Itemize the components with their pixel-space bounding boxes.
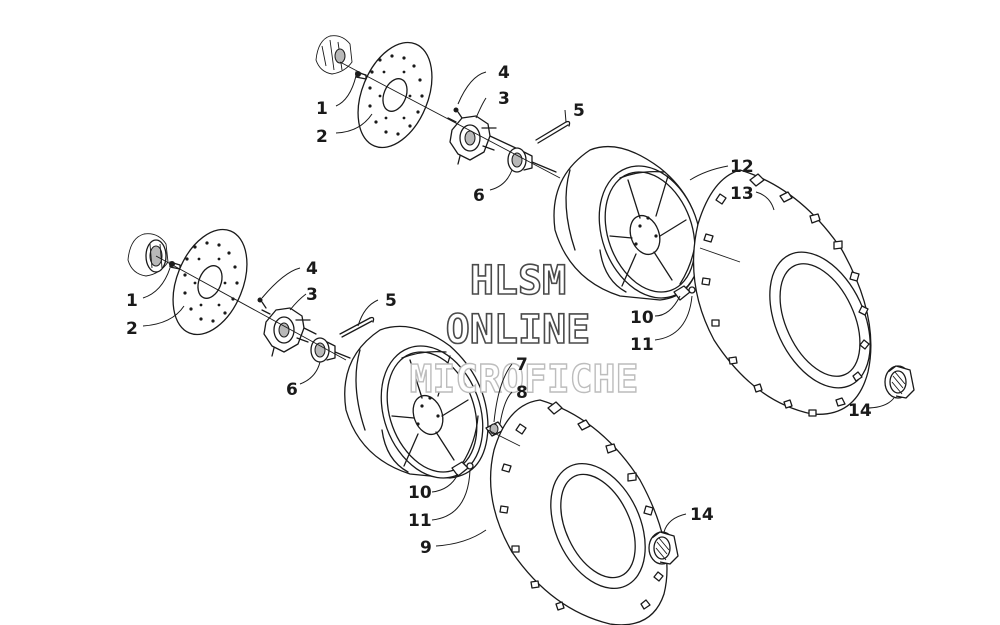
callout-1-lower: 1 <box>126 291 138 311</box>
callout-2-upper: 2 <box>316 127 328 147</box>
lower-axle-nut <box>310 337 351 363</box>
callout-14-upper: 14 <box>848 401 872 421</box>
callout-7: 7 <box>516 355 528 375</box>
lower-hub <box>257 297 317 357</box>
callout-8: 8 <box>516 383 528 403</box>
callout-5-lower: 5 <box>385 291 397 311</box>
lower-brake-disc <box>172 228 248 336</box>
callout-4-lower: 4 <box>306 259 318 279</box>
callouts: 1 2 4 3 5 6 12 13 10 11 14 1 2 4 3 5 6 7… <box>126 63 872 558</box>
callout-4-upper: 4 <box>498 63 510 83</box>
upper-hub <box>447 107 521 165</box>
lower-tire <box>489 399 668 625</box>
lower-wheel-rim <box>344 325 489 479</box>
lower-cotter-pin <box>339 316 375 338</box>
upper-hub-cap <box>884 365 915 399</box>
callout-6-lower: 6 <box>286 380 298 400</box>
upper-axle-nut <box>507 147 557 173</box>
upper-knuckle <box>315 35 353 75</box>
upper-wheel-rim <box>553 146 702 301</box>
callout-2-lower: 2 <box>126 319 138 339</box>
callout-11-upper: 11 <box>630 335 654 355</box>
lower-valve-stem <box>451 461 474 477</box>
watermark-line-3: MICROFICHE <box>410 357 639 401</box>
upper-brake-disc <box>357 41 433 149</box>
watermark: HLSM ONLINE MICROFICHE <box>409 257 639 402</box>
callout-13: 13 <box>730 184 754 204</box>
callout-3-lower: 3 <box>306 285 318 305</box>
callout-14-lower: 14 <box>690 505 714 525</box>
callout-9: 9 <box>420 538 432 558</box>
callout-12: 12 <box>730 157 754 177</box>
callout-1-upper: 1 <box>316 99 328 119</box>
upper-cotter-pin <box>535 120 571 144</box>
callout-3-upper: 3 <box>498 89 510 109</box>
callout-10-upper: 10 <box>630 308 654 328</box>
watermark-line-2: ONLINE <box>446 307 591 353</box>
lower-knuckle <box>127 233 169 277</box>
callout-10-lower: 10 <box>408 483 432 503</box>
callout-6-upper: 6 <box>473 186 485 206</box>
upper-tire <box>692 169 872 417</box>
upper-valve-stem <box>673 285 696 301</box>
lower-hub-cap <box>648 531 679 565</box>
callout-5-upper: 5 <box>573 101 585 121</box>
watermark-line-1: HLSM <box>470 258 566 304</box>
leader-lines <box>142 71 895 547</box>
callout-11-lower: 11 <box>408 511 432 531</box>
